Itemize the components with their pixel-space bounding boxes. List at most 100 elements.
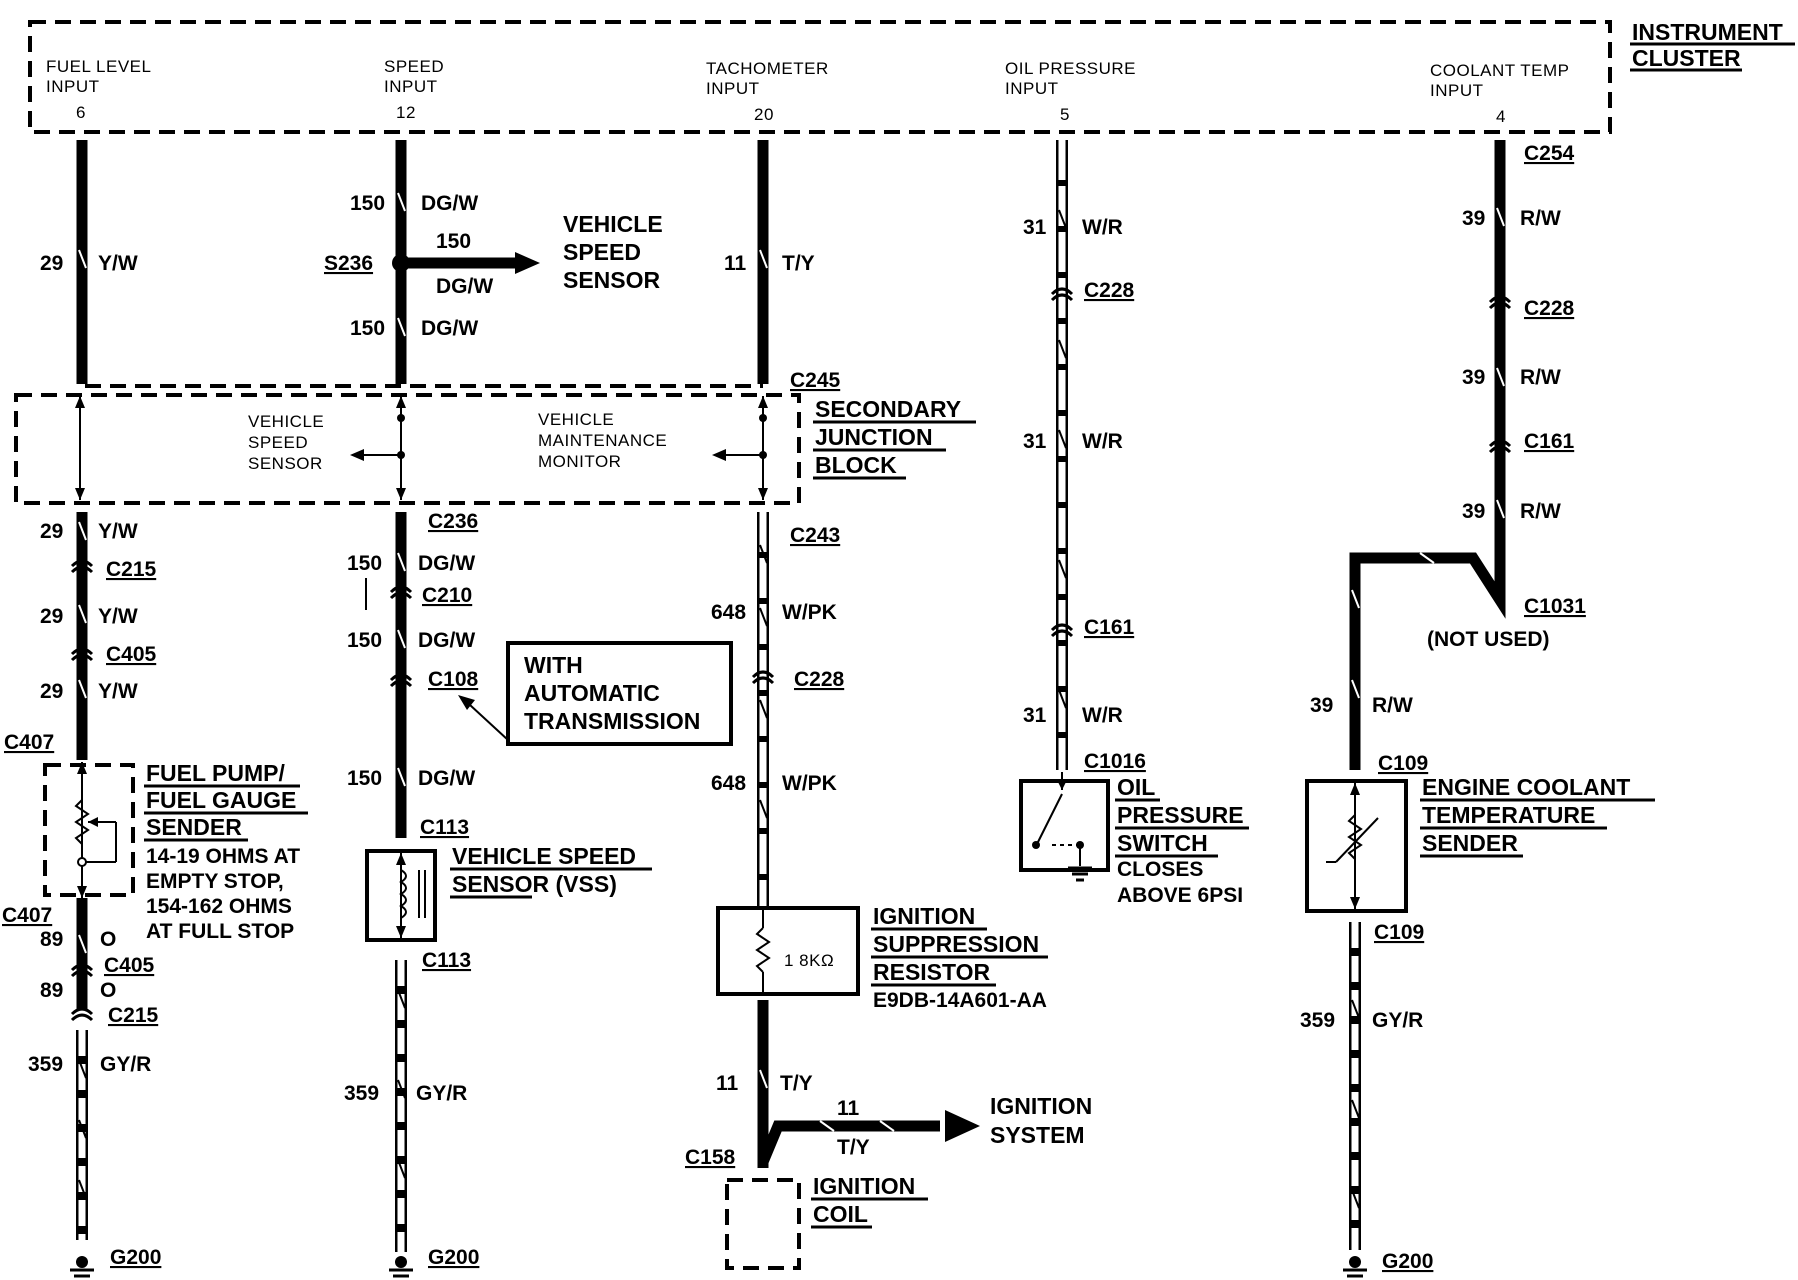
coolant-seg5-circuit: 359 <box>1300 1009 1335 1032</box>
fuel-seg7-circuit: 359 <box>28 1053 63 1076</box>
svg-text:TACHOMETER: TACHOMETER <box>706 59 829 78</box>
coolant-seg3-circuit: 39 <box>1462 500 1485 523</box>
speed-c210-label: C210 <box>422 584 472 607</box>
oil-pressure-switch-label: OIL PRESSURE SWITCH CLOSES ABOVE 6PSI <box>1115 774 1249 907</box>
svg-text:FUEL PUMP/: FUEL PUMP/ <box>146 760 285 786</box>
svg-text:MAINTENANCE: MAINTENANCE <box>538 431 667 450</box>
speed-c113-bottom-label: C113 <box>422 949 471 972</box>
tach-seg4-circuit: 11 <box>716 1072 739 1095</box>
coolant-seg4-circuit: 39 <box>1310 694 1333 717</box>
cluster-input-speed: SPEED INPUT 12 <box>384 57 444 122</box>
tach-seg3-circuit: 648 <box>711 772 746 795</box>
tach-seg1-color: T/Y <box>782 252 815 275</box>
svg-text:INPUT: INPUT <box>1005 79 1059 98</box>
fuel-seg3-circuit: 29 <box>40 605 63 628</box>
svg-text:4: 4 <box>1496 107 1506 126</box>
svg-text:IGNITION: IGNITION <box>990 1093 1092 1119</box>
svg-text:EMPTY STOP,: EMPTY STOP, <box>146 870 284 893</box>
tach-c243-label: C243 <box>790 524 840 547</box>
sjb-internal-wiring <box>75 396 768 500</box>
speed-seg4-color: DG/W <box>418 629 475 652</box>
auto-trans-callout-box <box>506 641 733 746</box>
resistor-symbol <box>755 908 771 994</box>
auto-trans-callout-arrow <box>458 695 509 741</box>
coolant-seg2-circuit: 39 <box>1462 366 1485 389</box>
svg-text:IGNITION: IGNITION <box>813 1173 915 1199</box>
fuel-ground-label: G200 <box>110 1246 161 1269</box>
coolant-c228-label: C228 <box>1524 297 1575 320</box>
coolant-sender-symbol <box>1326 783 1379 909</box>
svg-text:SENSOR (VSS): SENSOR (VSS) <box>452 871 617 897</box>
svg-text:SPEED: SPEED <box>248 433 308 452</box>
speed-seg6-circuit: 359 <box>344 1082 379 1105</box>
svg-text:BLOCK: BLOCK <box>815 452 897 478</box>
svg-text:INPUT: INPUT <box>384 77 438 96</box>
coolant-seg4-color: R/W <box>1372 694 1413 717</box>
svg-text:VEHICLE: VEHICLE <box>563 211 663 237</box>
tach-circuit <box>751 140 980 1168</box>
svg-text:INPUT: INPUT <box>46 77 100 96</box>
speed-c108-label: C108 <box>428 668 479 691</box>
speed-seg3-color: DG/W <box>418 552 475 575</box>
cluster-input-coolant: COOLANT TEMP INPUT 4 <box>1430 61 1569 126</box>
speed-splice-label: S236 <box>324 252 373 275</box>
ignition-suppression-resistor-label: IGNITION SUPPRESSION RESISTOR E9DB-14A60… <box>871 903 1048 1012</box>
coolant-seg2-color: R/W <box>1520 366 1561 389</box>
resistor-value: 1 8KΩ <box>784 951 834 970</box>
cluster-input-oil: OIL PRESSURE INPUT 5 <box>1005 59 1136 124</box>
fuel-c215-label: C215 <box>106 558 157 581</box>
instrument-cluster-title-2: CLUSTER <box>1632 45 1741 71</box>
oil-seg2-circuit: 31 <box>1023 430 1047 453</box>
svg-text:20: 20 <box>754 105 774 124</box>
oil-c161-label: C161 <box>1084 616 1135 639</box>
svg-text:12: 12 <box>396 103 416 122</box>
tach-seg1-circuit: 11 <box>724 252 747 275</box>
svg-text:TRANSMISSION: TRANSMISSION <box>524 708 700 734</box>
svg-text:SPEED: SPEED <box>384 57 444 76</box>
tach-seg2-circuit: 648 <box>711 601 746 624</box>
fuel-seg1-color: Y/W <box>98 252 138 275</box>
svg-text:VEHICLE SPEED: VEHICLE SPEED <box>452 843 636 869</box>
svg-text:INPUT: INPUT <box>1430 81 1484 100</box>
fuel-c405-b-label: C405 <box>104 954 155 977</box>
speed-seg2-circuit: 150 <box>350 317 385 340</box>
engine-coolant-temp-sender-box <box>1305 779 1408 913</box>
oil-seg2-color: W/R <box>1082 430 1123 453</box>
coolant-seg5-color: GY/R <box>1372 1009 1423 1032</box>
engine-coolant-temp-sender-label: ENGINE COOLANT TEMPERATURE SENDER <box>1420 774 1655 858</box>
tach-branch-circuit: 11 <box>837 1097 860 1120</box>
fuel-seg4-color: Y/W <box>98 680 138 703</box>
speed-circuit <box>365 140 540 1252</box>
sjb-vmm-output-label: VEHICLE MAINTENANCE MONITOR <box>538 410 667 471</box>
fuel-level-circuit <box>70 140 94 1240</box>
svg-text:154-162 OHMS: 154-162 OHMS <box>146 895 292 918</box>
speed-seg1-color: DG/W <box>421 192 478 215</box>
fuel-seg3-color: Y/W <box>98 605 138 628</box>
sjb-vss-output-label: VEHICLE SPEED SENSOR <box>248 412 324 473</box>
secondary-junction-block-box <box>14 393 801 505</box>
speed-branch-circuit: 150 <box>436 230 471 253</box>
tach-seg2-color: W/PK <box>782 601 837 624</box>
oil-seg1-circuit: 31 <box>1023 216 1047 239</box>
fuel-seg4-circuit: 29 <box>40 680 63 703</box>
svg-text:INPUT: INPUT <box>706 79 760 98</box>
coolant-seg1-circuit: 39 <box>1462 207 1485 230</box>
oil-switch-symbol <box>1032 772 1092 882</box>
speed-seg5-circuit: 150 <box>347 767 382 790</box>
svg-text:PRESSURE: PRESSURE <box>1117 802 1244 828</box>
svg-text:SECONDARY: SECONDARY <box>815 396 961 422</box>
svg-text:5: 5 <box>1060 105 1070 124</box>
speed-seg3-circuit: 150 <box>347 552 382 575</box>
fuel-seg2-color: Y/W <box>98 520 138 543</box>
svg-text:MONITOR: MONITOR <box>538 452 621 471</box>
fuel-sender-box <box>43 763 135 897</box>
coolant-ground-label: G200 <box>1382 1250 1433 1273</box>
fuel-seg5-color: O <box>100 928 116 951</box>
cluster-input-tach: TACHOMETER INPUT 20 <box>706 59 829 124</box>
fuel-seg6-color: O <box>100 979 116 1002</box>
fuel-seg1-circuit: 29 <box>40 252 63 275</box>
tach-seg3-color: W/PK <box>782 772 837 795</box>
svg-text:SUPPRESSION: SUPPRESSION <box>873 931 1039 957</box>
coolant-c1031-label: C1031 <box>1524 595 1586 618</box>
ignition-system-label: IGNITION SYSTEM <box>990 1093 1092 1148</box>
